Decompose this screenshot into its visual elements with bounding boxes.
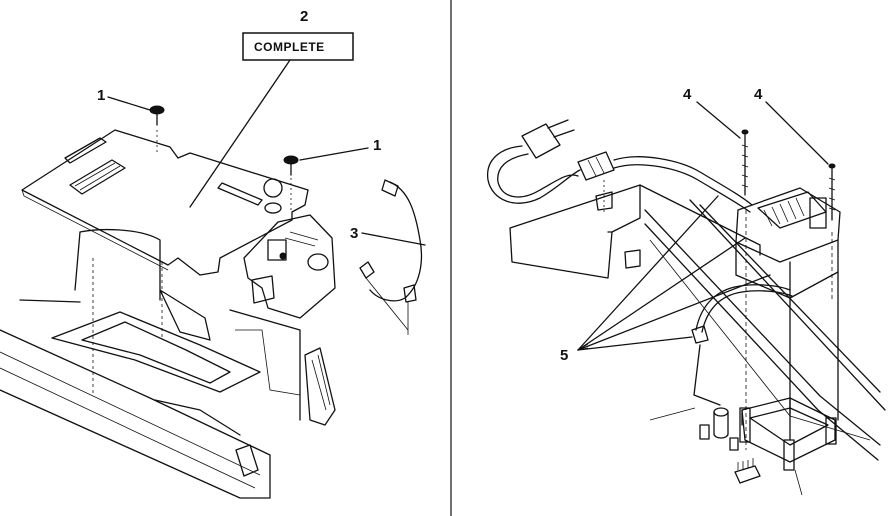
- board-socket: [69, 159, 126, 195]
- screw-right: [283, 155, 299, 210]
- callout-4-right: 4: [754, 86, 763, 103]
- bracket-clip: [304, 347, 336, 426]
- board-connector: [64, 137, 107, 164]
- screw-left: [149, 105, 165, 155]
- callout-1-right: 1: [373, 137, 381, 154]
- board-capacitor: [263, 178, 283, 198]
- chassis-frame: [74, 228, 301, 421]
- callout-2: 2: [300, 8, 308, 25]
- long-screw-right: [828, 163, 836, 221]
- leader-4-left: [696, 101, 741, 139]
- power-plug: [521, 119, 575, 159]
- leader-5-c: [577, 274, 771, 351]
- left-panel-assembly: 2 COMPLETE 1 1: [0, 8, 426, 499]
- leader-5-b: [577, 237, 746, 351]
- callout-4-left: 4: [683, 86, 692, 103]
- callout-1-left: 1: [97, 87, 105, 104]
- leader-5-a: [577, 195, 719, 351]
- wire-connector: [691, 325, 709, 344]
- power-cord: [487, 145, 581, 204]
- pedestal: [789, 271, 839, 441]
- right-panel-assembly: 4 4 5: [487, 86, 886, 496]
- pin-header: [734, 458, 761, 484]
- wire-harness: [695, 284, 793, 333]
- transformer-small: [251, 275, 275, 304]
- lower-bracket: [741, 397, 836, 463]
- leader-1-left: [107, 96, 151, 111]
- complete-box: [242, 32, 354, 61]
- callout-5: 5: [560, 347, 568, 364]
- cord-strain-relief: [577, 151, 615, 181]
- leader-3: [361, 232, 426, 246]
- capacitor-component: [699, 407, 729, 440]
- chassis-rail: [509, 184, 761, 279]
- leader-1-right: [299, 147, 369, 161]
- complete-label: COMPLETE: [254, 40, 325, 54]
- power-module: [243, 214, 336, 319]
- long-screw-left: [741, 129, 749, 196]
- leader-4-right: [765, 101, 829, 165]
- leader-2: [189, 59, 291, 208]
- callout-3: 3: [350, 225, 358, 242]
- cable-assembly: [369, 181, 423, 302]
- leader-5-d: [577, 336, 693, 351]
- chassis-opening: [51, 311, 261, 393]
- circuit-board: [21, 129, 309, 276]
